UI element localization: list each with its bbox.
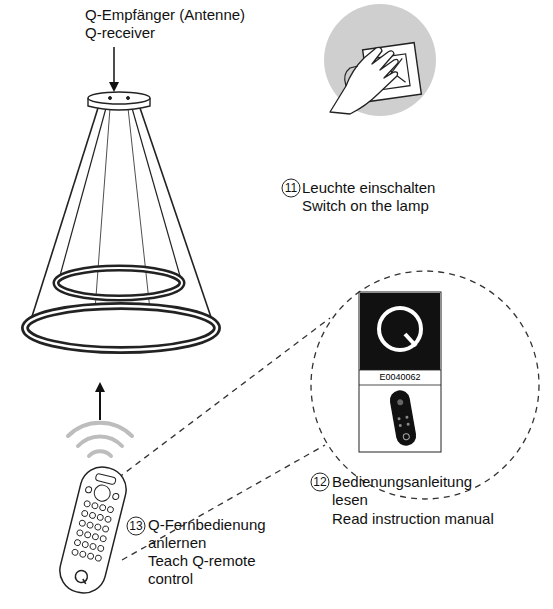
callout-number: 12 bbox=[311, 475, 329, 489]
step-label: Read instruction manual bbox=[332, 510, 494, 528]
callout-number: 11 bbox=[282, 181, 300, 195]
step-label: Q-Fernbedienung anlernen bbox=[148, 516, 283, 552]
wireless-signal bbox=[68, 423, 132, 456]
callout-number: 13 bbox=[127, 519, 145, 533]
callout-circle bbox=[118, 271, 539, 560]
remote-control bbox=[55, 462, 131, 597]
part-label: Q-receiver bbox=[85, 24, 155, 42]
step-label: Bedienungsanleitung lesen bbox=[332, 473, 492, 509]
article-number: E0040062 bbox=[360, 371, 440, 383]
part-label: Q-Empfänger (Antenne) bbox=[85, 6, 245, 24]
step-label: Switch on the lamp bbox=[302, 197, 429, 215]
signal-arrow bbox=[99, 384, 101, 420]
switch-hand-icon bbox=[324, 4, 436, 116]
instruction-manual-card bbox=[359, 292, 441, 452]
pendant-lamp bbox=[25, 92, 217, 350]
step-label: Leuchte einschalten bbox=[302, 179, 435, 197]
pointer-arrow bbox=[113, 47, 115, 90]
step-label: Teach Q-remote control bbox=[148, 552, 283, 588]
article-number-band: E0040062 bbox=[360, 371, 440, 385]
callout-rings bbox=[127, 179, 329, 535]
